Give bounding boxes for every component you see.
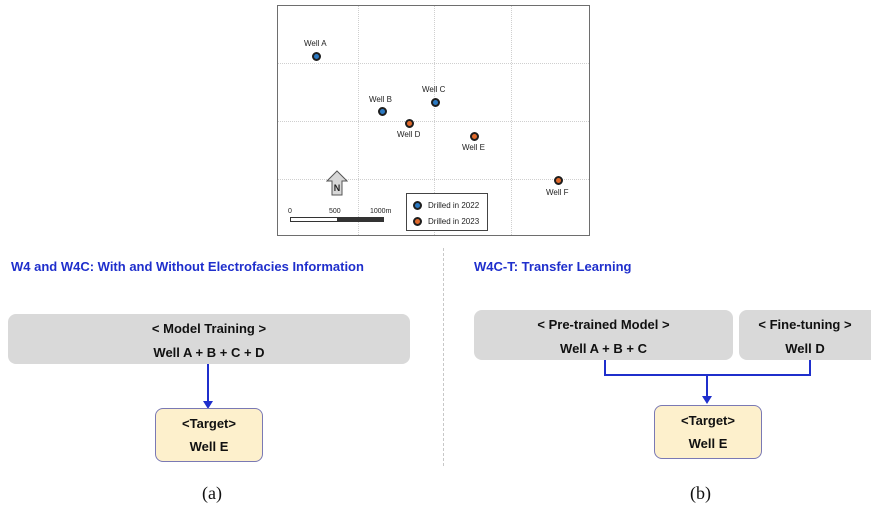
well-c-label: Well C	[422, 85, 446, 94]
grid-line	[434, 6, 435, 235]
north-label: N	[334, 183, 341, 193]
well-d-label: Well D	[397, 130, 421, 139]
left-target-well: Well E	[189, 439, 229, 454]
well-a-label: Well A	[304, 39, 327, 48]
right-target-box: <Target> Well E	[654, 405, 762, 459]
fine-tuning-box: < Fine-tuning > Well D	[739, 310, 871, 360]
well-b-label: Well B	[369, 95, 392, 104]
map-legend: Drilled in 2022 Drilled in 2023	[406, 193, 488, 231]
well-e-label: Well E	[462, 143, 485, 152]
left-target-title: <Target>	[182, 416, 236, 431]
panel-divider	[443, 248, 444, 466]
left-arrow	[203, 364, 213, 409]
right-merge-arrow	[604, 360, 811, 404]
well-d-marker	[405, 119, 414, 128]
pretrained-model-box: < Pre-trained Model > Well A + B + C	[474, 310, 733, 360]
left-target-box: <Target> Well E	[155, 408, 263, 462]
scale-tick-0: 0	[288, 208, 292, 215]
fine-tuning-well: Well D	[785, 341, 825, 356]
grid-line	[278, 63, 589, 64]
left-heading: W4 and W4C: With and Without Electrofaci…	[11, 259, 364, 274]
scale-tick-500: 500	[329, 208, 341, 215]
model-training-wells: Well A + B + C + D	[153, 345, 265, 360]
grid-line	[511, 6, 512, 235]
well-e-marker	[470, 132, 479, 141]
caption-b: (b)	[690, 483, 711, 503]
scale-tick-1000m: 1000m	[370, 208, 392, 215]
model-training-box: < Model Training > Well A + B + C + D	[8, 314, 410, 364]
well-f-label: Well F	[546, 188, 569, 197]
pretrained-model-title: < Pre-trained Model >	[537, 317, 670, 332]
right-target-title: <Target>	[681, 413, 735, 428]
right-heading: W4C-T: Transfer Learning	[474, 259, 632, 274]
legend-swatch-2023	[413, 216, 422, 226]
model-training-title: < Model Training >	[151, 321, 267, 336]
north-arrow-icon: N	[326, 170, 348, 196]
well-c-marker	[431, 98, 440, 107]
pretrained-model-wells: Well A + B + C	[560, 341, 647, 356]
fine-tuning-title: < Fine-tuning >	[758, 317, 852, 332]
grid-line	[278, 179, 589, 180]
well-f-marker	[554, 176, 563, 185]
legend-swatch-2022	[413, 200, 422, 210]
well-a-marker	[312, 52, 321, 61]
legend-label-2023: Drilled in 2023	[428, 216, 480, 226]
legend-item-2022: Drilled in 2022	[413, 199, 479, 211]
grid-line	[358, 6, 359, 235]
caption-a: (a)	[202, 483, 222, 503]
well-b-marker	[378, 107, 387, 116]
scale-bar	[290, 217, 384, 222]
legend-item-2023: Drilled in 2023	[413, 215, 479, 227]
grid-line	[278, 121, 589, 122]
well-location-map: Well A Well B Well C Well D Well E Well …	[277, 5, 590, 236]
right-target-well: Well E	[688, 436, 728, 451]
legend-label-2022: Drilled in 2022	[428, 200, 480, 210]
